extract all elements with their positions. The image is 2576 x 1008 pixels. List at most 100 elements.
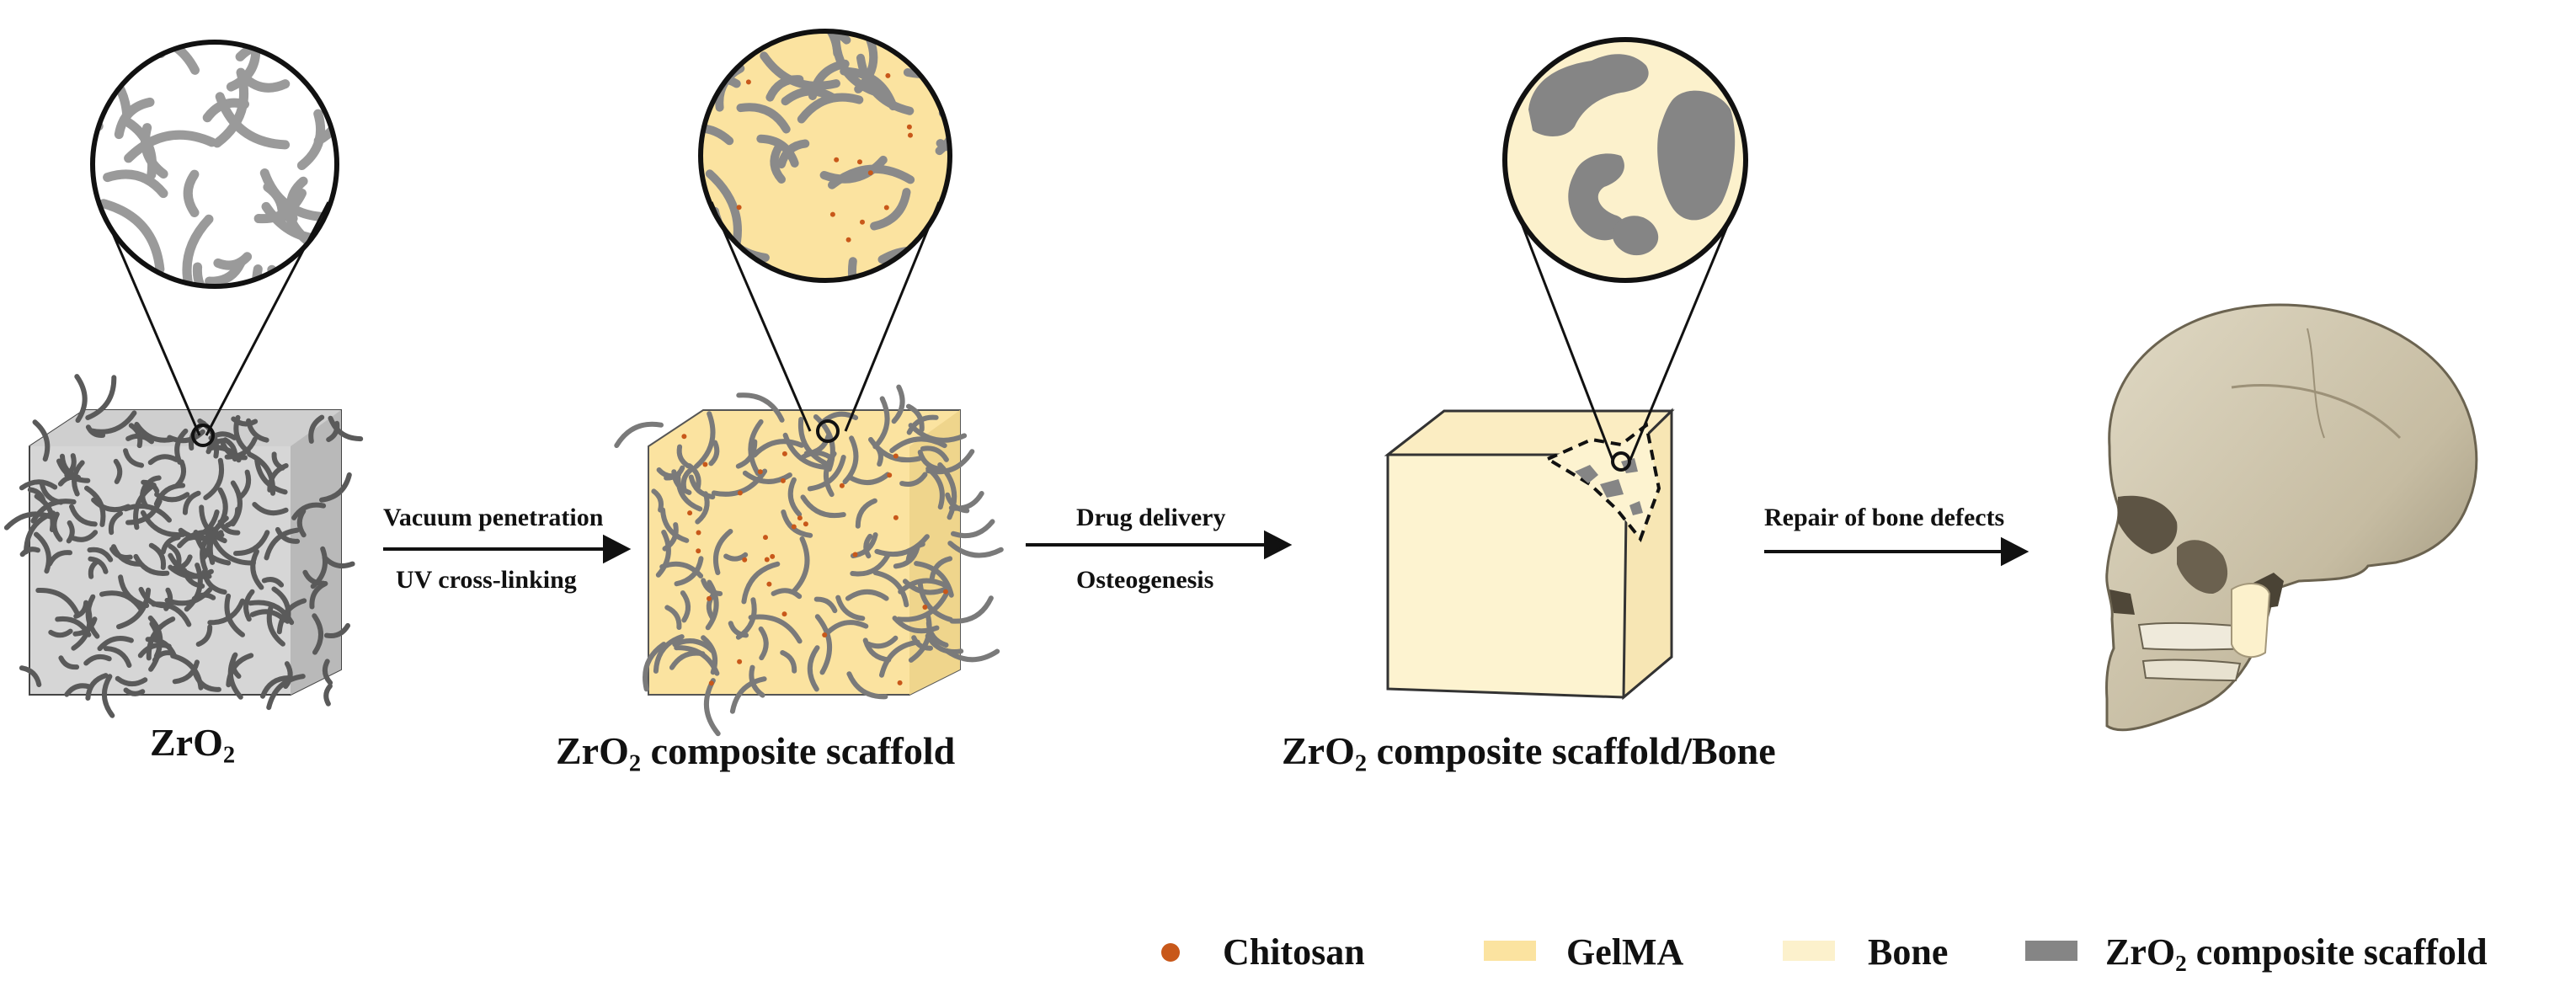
strut-line (51, 511, 63, 542)
strut-line (736, 103, 791, 134)
strut-line (898, 578, 949, 595)
strut-line (756, 134, 799, 168)
strut-line (24, 510, 56, 555)
strut-line (239, 72, 291, 93)
strut-line (326, 420, 340, 442)
strut-line (712, 529, 733, 575)
strut-line (108, 510, 123, 536)
gelma-swatch-icon (1484, 941, 1536, 961)
strut-line (183, 169, 200, 217)
chitosan-dot (897, 680, 903, 685)
strut-line (680, 466, 696, 491)
strut-line (34, 531, 51, 574)
strut-line (123, 448, 145, 468)
strut-line (322, 659, 333, 685)
strut-line (207, 515, 229, 565)
strut-line (651, 488, 664, 513)
strut-line (99, 199, 165, 275)
strut-line (113, 458, 123, 484)
strut-line (87, 547, 114, 563)
strut-line (868, 437, 922, 463)
strut-line (819, 155, 888, 184)
strut-line (701, 578, 723, 596)
strut-line (109, 547, 133, 560)
strut-line (770, 144, 786, 184)
strut-line (813, 596, 838, 614)
strut-line (308, 414, 325, 444)
strut-line (141, 123, 168, 179)
chitosan-dot (839, 483, 845, 488)
strut-line (842, 435, 859, 484)
strut-line (203, 457, 224, 500)
strut-line (917, 450, 944, 472)
strut-line (71, 530, 99, 542)
zro2-porous-cube (3, 374, 364, 718)
strut-line (32, 419, 51, 462)
strut-line (920, 445, 949, 462)
strut-line (797, 417, 829, 467)
strut-line (893, 545, 920, 569)
chitosan-dot (702, 461, 708, 467)
strut-line (260, 675, 292, 699)
strut-line (48, 628, 73, 638)
strut-line (133, 553, 170, 576)
strut-line (856, 53, 915, 115)
strut-line (664, 465, 685, 481)
strut-line (125, 499, 163, 525)
strut-line (879, 639, 920, 678)
arrow-2-top-label: Drug delivery (1076, 504, 1226, 531)
strut-line (213, 252, 253, 270)
strut-line (660, 507, 690, 543)
strut-line (115, 675, 148, 687)
strut-line (814, 614, 833, 675)
strut-line (748, 419, 764, 477)
strut-line (133, 483, 157, 531)
strut-line (66, 520, 75, 544)
chitosan-dot (857, 159, 862, 165)
strut-line (237, 469, 252, 501)
strut-line (653, 634, 685, 674)
arrow-1-top-label: Vacuum penetration (383, 504, 604, 531)
chitosan-dot (687, 510, 693, 516)
strut-line (825, 620, 869, 635)
strut-line (74, 374, 88, 424)
strut-line (891, 384, 905, 424)
strut-line (892, 616, 940, 634)
strut-line (253, 189, 307, 224)
strut-line (742, 470, 792, 484)
composite-zoom-lens (698, 29, 952, 443)
strut-line (266, 674, 306, 711)
strut-line (319, 472, 352, 503)
strut-line (69, 504, 98, 527)
chitosan-dot (893, 515, 899, 520)
strut-line (134, 421, 177, 443)
bone-cube (1384, 408, 1675, 701)
strut-line (192, 262, 222, 286)
strut-line (264, 527, 300, 561)
chitosan-dot (770, 553, 776, 559)
chitosan-dot (696, 548, 701, 554)
strut-line (777, 139, 810, 168)
strut-line (252, 502, 289, 516)
strut-line (140, 483, 150, 509)
strut-line (925, 466, 945, 510)
chitosan-dot (681, 434, 687, 440)
strut-line (93, 97, 104, 131)
strut-line (911, 635, 933, 651)
strut-line (168, 564, 214, 579)
strut-line (160, 535, 181, 555)
strut-line (889, 436, 947, 454)
strut-line (688, 474, 716, 500)
strut-line (847, 257, 888, 280)
strut-line (906, 414, 939, 435)
chitosan-dot-icon (1161, 943, 1180, 962)
chitosan-dot (906, 124, 912, 130)
strut-line (123, 504, 172, 523)
strut-line (723, 552, 749, 562)
chitosan-dot (707, 595, 712, 601)
strut-line (88, 556, 109, 574)
strut-line (156, 42, 179, 58)
strut-line (200, 528, 212, 561)
strut-line (230, 653, 242, 679)
strut-line (233, 414, 251, 455)
